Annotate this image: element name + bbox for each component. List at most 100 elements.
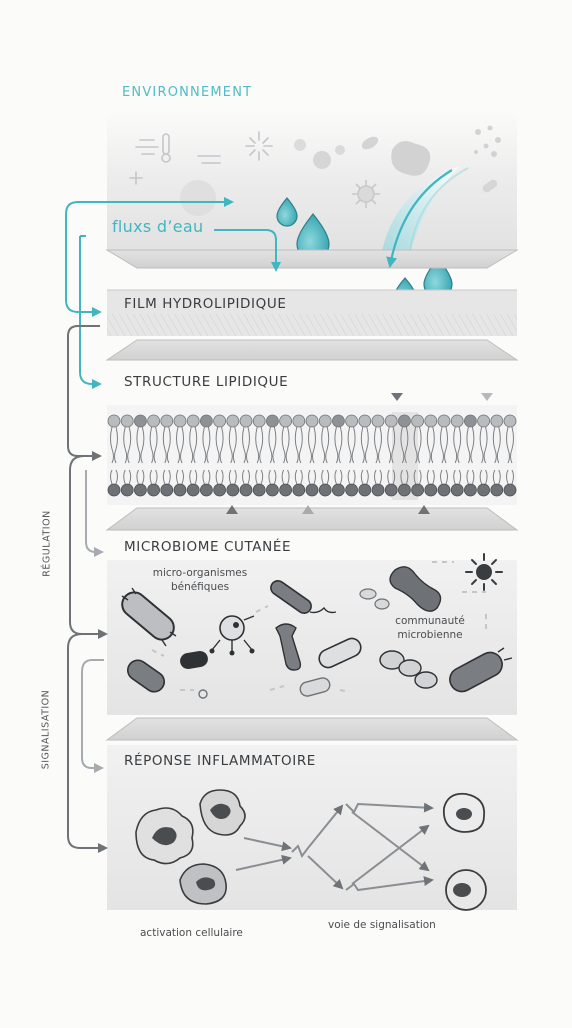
dashed-traces (151, 561, 487, 693)
lipid-tail (149, 426, 158, 485)
lipid-head-bottom (173, 483, 187, 497)
water-stream (380, 166, 460, 262)
lipid-title: STRUCTURE LIPIDIQUE (124, 374, 289, 390)
lipid-tail (492, 426, 501, 485)
lipid-head-bottom (450, 483, 464, 497)
lipid-tail (374, 426, 382, 485)
lipid-head-bottom (292, 483, 306, 497)
water-flow-arrow (386, 169, 453, 269)
lipid-head-bottom (331, 483, 345, 497)
haze-icon (180, 180, 216, 216)
chain-microbe-icon (379, 650, 438, 689)
regulation-arrows (67, 325, 108, 853)
lipid-head-bottom (477, 483, 491, 497)
lipid-head-top (437, 414, 451, 428)
lipid-head-top (503, 414, 517, 428)
lipid-tail (440, 426, 448, 485)
lipid-head-top (490, 414, 504, 428)
lipid-head-top (397, 414, 411, 428)
lipid-tail (334, 426, 343, 485)
cell-activation-label: activation cellulaire (140, 927, 243, 939)
lipid-tail (453, 426, 462, 485)
beneficial-microorganisms-label: micro-organismes bénéfiques (152, 567, 248, 593)
water-drop-icon (276, 197, 298, 227)
lipid-tail (321, 426, 330, 485)
lipid-head-top (463, 414, 477, 428)
lipid-head-top (107, 414, 121, 428)
water-flow-label: fluxs d’eau (112, 217, 204, 236)
lipid-tail (294, 426, 303, 485)
lipid-tail (202, 426, 211, 485)
lipid-head-top (358, 414, 372, 428)
lipid-head-bottom (120, 483, 134, 497)
regulation-label: RÉGULATION (41, 510, 53, 577)
lipid-head-bottom (490, 483, 504, 497)
lipid-tail (281, 426, 290, 485)
lipid-head-bottom (239, 483, 253, 497)
lipid-head-bottom (265, 483, 279, 497)
bacterium-icon (482, 179, 498, 193)
lipid-head-top (345, 414, 359, 428)
lipid-head-bottom (213, 483, 227, 497)
lipid-head-bottom (345, 483, 359, 497)
environment-title: ENVIRONNEMENT (122, 85, 253, 100)
microbial-community-label: communauté microbienne (395, 615, 465, 641)
lipid-head-top (160, 414, 174, 428)
lipid-head-top (318, 414, 332, 428)
immune-cell-icon (199, 789, 246, 836)
immune-cell-icon (442, 792, 486, 833)
lipid-head-bottom (305, 483, 319, 497)
lipid-tail (387, 426, 396, 485)
cell-dot (198, 689, 208, 699)
lipid-head-top (173, 414, 187, 428)
lipid-tail (466, 426, 475, 485)
immune-cell-icon (445, 869, 487, 911)
bacterium-icon (299, 677, 331, 697)
spore-icon (209, 615, 255, 656)
lipid-tail (479, 426, 488, 485)
particle-icon (313, 151, 331, 169)
weather-icons (129, 131, 273, 185)
lipid-head-bottom (160, 483, 174, 497)
bacterium-icon (389, 566, 442, 612)
lipid-head-top (384, 414, 398, 428)
bacterium-icon (449, 647, 513, 693)
lipid-head-bottom (411, 483, 425, 497)
lipid-tail (176, 426, 184, 485)
lipid-head-top (265, 414, 279, 428)
signaling-arrows (81, 470, 104, 773)
signaling-label: SIGNALISATION (40, 689, 52, 770)
lipid-head-bottom (186, 483, 200, 497)
layer-slab (105, 249, 519, 269)
immune-cell-icon (179, 863, 227, 905)
lipid-tail (110, 426, 118, 485)
lipid-head-top (371, 414, 385, 428)
marker-triangle (391, 393, 403, 401)
lipid-head-bottom (107, 483, 121, 497)
lipid-head-bottom (437, 483, 451, 497)
blob-icon (391, 141, 431, 176)
bacterium-icon (121, 587, 177, 647)
microbiome-title: MICROBIOME CUTANÉE (124, 539, 292, 555)
signaling-network (235, 802, 434, 892)
lipid-head-bottom (147, 483, 161, 497)
layer-slab (105, 717, 519, 741)
lipid-bilayer (107, 414, 517, 497)
lipid-head-bottom (503, 483, 517, 497)
layer-slab (105, 507, 519, 531)
lipid-tail (308, 426, 316, 485)
lipid-tail (228, 426, 237, 485)
lipid-head-top (120, 414, 134, 428)
lipid-tail (506, 426, 514, 485)
lipid-head-bottom (424, 483, 438, 497)
lipid-head-top (147, 414, 161, 428)
lipid-tail (215, 426, 224, 485)
film-texture (107, 314, 517, 336)
marker-triangle (226, 505, 238, 514)
inflammatory-title: RÉPONSE INFLAMMATOIRE (124, 753, 316, 769)
lipid-head-bottom (199, 483, 213, 497)
lipid-head-bottom (384, 483, 398, 497)
lipid-head-top (186, 414, 200, 428)
immune-cell-icon (135, 807, 194, 865)
